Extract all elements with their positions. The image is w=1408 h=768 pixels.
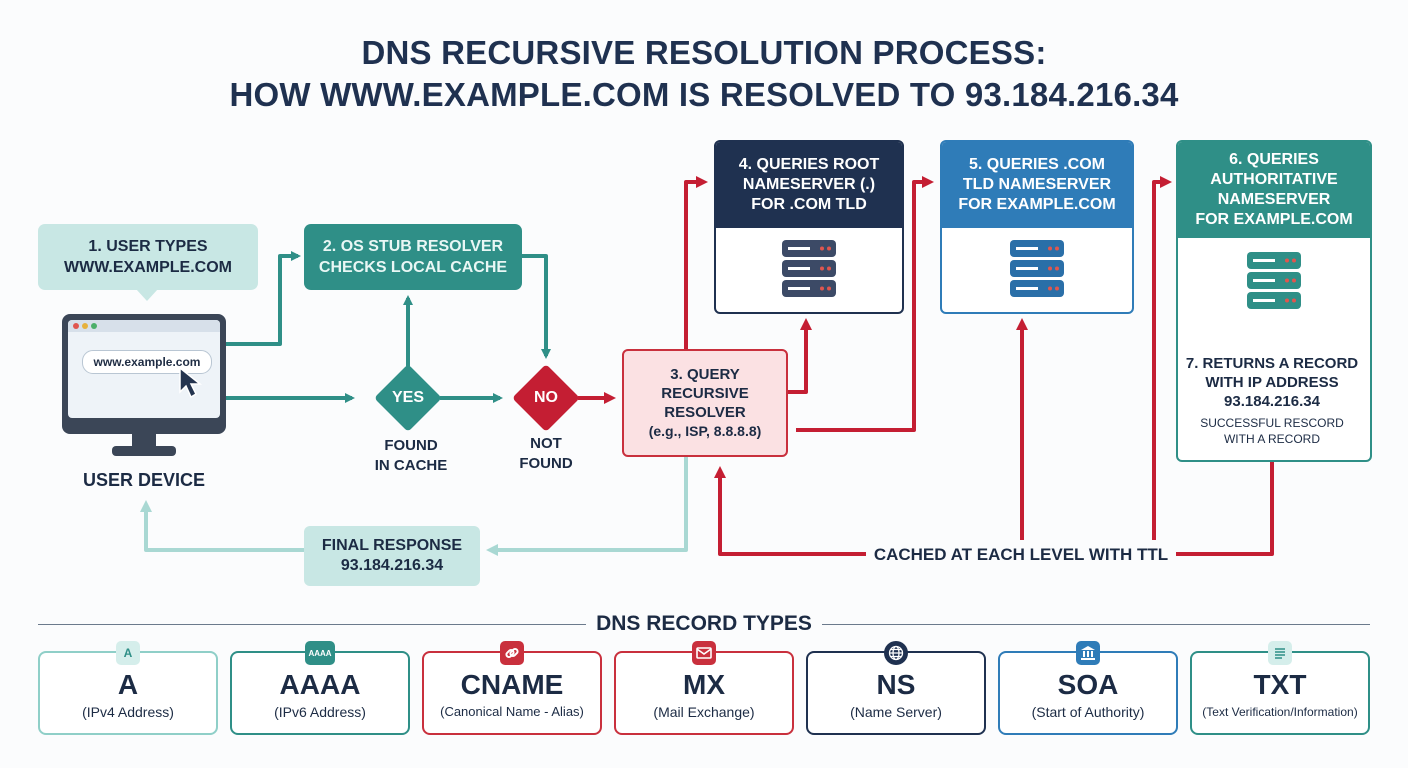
no-label: NO [534,389,558,406]
step6-line1: 6. QUERIES [1229,151,1319,168]
building-icon [1076,641,1100,665]
step7-line2: WITH IP ADDRESS [1205,374,1339,391]
record-types-title: DNS RECORD TYPES [586,610,822,638]
step2-line2: CHECKS LOCAL CACHE [318,259,508,276]
record-type: TXT [1253,669,1307,700]
final-response-line2: 93.184.216.34 [340,557,444,574]
step5-line3: FOR EXAMPLE.COM [958,196,1116,213]
step3-recursive-resolver: 3. QUERY RECURSIVE RESOLVER (e.g., ISP, … [622,349,788,457]
arrow-resolver-to-root [684,176,708,349]
record-type: CNAME [460,669,564,700]
server-icon [782,240,836,297]
no-caption-line2: FOUND [519,455,573,472]
user-device-label: USER DEVICE [82,470,206,490]
step3-line3: RESOLVER [664,404,746,421]
step2-line1: 2. OS STUB RESOLVER [322,238,504,255]
letters-aaaa-icon: AAAA [305,641,335,665]
link-icon [500,641,524,665]
step7-sub1: SUCCESSFUL RESCORD [1200,416,1344,430]
step7-line3: 93.184.216.34 [1224,393,1320,410]
step5-line2: TLD NAMESERVER [962,176,1112,193]
no-caption-line1: NOT [530,435,562,452]
step4-line2: NAMESERVER (.) [742,176,876,193]
step4-line1: 4. QUERIES ROOT [738,156,880,173]
server-icon [1010,240,1064,297]
record-type: A [117,669,139,700]
page-title-line2: HOW WWW.EXAMPLE.COM IS RESOLVED TO 93.18… [229,76,1179,113]
record-desc: (Name Server) [850,704,942,720]
decision-no [513,365,579,431]
final-response: FINAL RESPONSE 93.184.216.34 [304,526,480,586]
record-type: NS [876,669,916,700]
arrow-to-auth [1152,176,1172,540]
document-icon [1268,641,1292,665]
record-desc: (IPv6 Address) [274,704,366,720]
yes-caption: FOUND IN CACHE [358,436,464,476]
record-type: MX [683,669,725,700]
record-card-a: A A (IPv4 Address) [38,641,218,735]
step6-line3: NAMESERVER [1217,191,1331,208]
step7-sub2: WITH A RECORD [1223,432,1320,446]
record-card-mx: MX (Mail Exchange) [614,641,794,735]
record-desc: (Start of Authority) [1031,704,1145,720]
arrow-stub-to-no [522,254,551,359]
step3-line1: 3. QUERY [670,366,740,383]
step6-line4: FOR EXAMPLE.COM [1195,211,1353,228]
decision-yes [375,365,441,431]
arrow-final-to-device [140,500,304,552]
monitor-icon: www.example.com [62,314,226,474]
step7-line1: 7. RETURNS A RECORD [1185,355,1359,372]
cursor-icon [179,366,203,399]
yes-caption-line2: IN CACHE [374,457,448,474]
server-icon [1247,252,1301,309]
page-title-line1: DNS RECURSIVE RESOLUTION PROCESS: [361,34,1047,71]
arrow-resolver-to-tld [796,176,934,432]
record-type: AAAA [279,669,361,700]
step4-root-nameserver: 4. QUERIES ROOT NAMESERVER (.) FOR .COM … [714,140,904,314]
no-caption: NOT FOUND [496,434,596,474]
final-response-line1: FINAL RESPONSE [321,537,463,554]
cached-note: CACHED AT EACH LEVEL WITH TTL [866,542,1176,568]
record-desc: (IPv4 Address) [82,704,174,720]
mail-icon [692,641,716,665]
step1-line2: WWW.EXAMPLE.COM [64,259,232,276]
record-card-ns: NS (Name Server) [806,641,986,735]
step6-authoritative-nameserver: 6. QUERIES AUTHORITATIVE NAMESERVER FOR … [1176,140,1372,462]
step3-line4: (e.g., ISP, 8.8.8.8) [648,423,762,439]
step1-line1: 1. USER TYPES [88,238,208,255]
arrow-resolver-to-final [486,455,688,556]
step7-returns-record: 7. RETURNS A RECORD WITH IP ADDRESS 93.1… [1182,354,1362,447]
url-bar: www.example.com [82,350,212,374]
arrow-root-return [786,318,812,394]
step4-line3: FOR .COM TLD [751,196,867,213]
letter-a-icon: A [116,641,140,665]
step1-callout: 1. USER TYPES WWW.EXAMPLE.COM [38,224,258,301]
record-type: SOA [1057,669,1119,700]
record-card-soa: SOA (Start of Authority) [998,641,1178,735]
step3-line2: RECURSIVE [661,385,749,402]
globe-icon [884,641,908,665]
arrow-cache-to-resolver [714,460,1274,556]
record-desc: (Text Verification/Information) [1202,705,1358,719]
record-desc: (Mail Exchange) [653,704,755,720]
step2-stub-resolver: 2. OS STUB RESOLVER CHECKS LOCAL CACHE [304,224,522,290]
yes-caption-line1: FOUND [384,437,438,454]
arrow-device-to-stub [226,251,301,346]
record-card-cname: CNAME (Canonical Name - Alias) [422,641,602,735]
record-desc: (Canonical Name - Alias) [440,704,584,719]
record-card-aaaa: AAAA AAAA (IPv6 Address) [230,641,410,735]
yes-label: YES [391,389,424,406]
step6-line2: AUTHORITATIVE [1210,171,1338,188]
record-card-txt: TXT (Text Verification/Information) [1190,641,1370,735]
step5-tld-nameserver: 5. QUERIES .COM TLD NAMESERVER FOR EXAMP… [940,140,1134,314]
step5-line1: 5. QUERIES .COM [968,156,1106,173]
